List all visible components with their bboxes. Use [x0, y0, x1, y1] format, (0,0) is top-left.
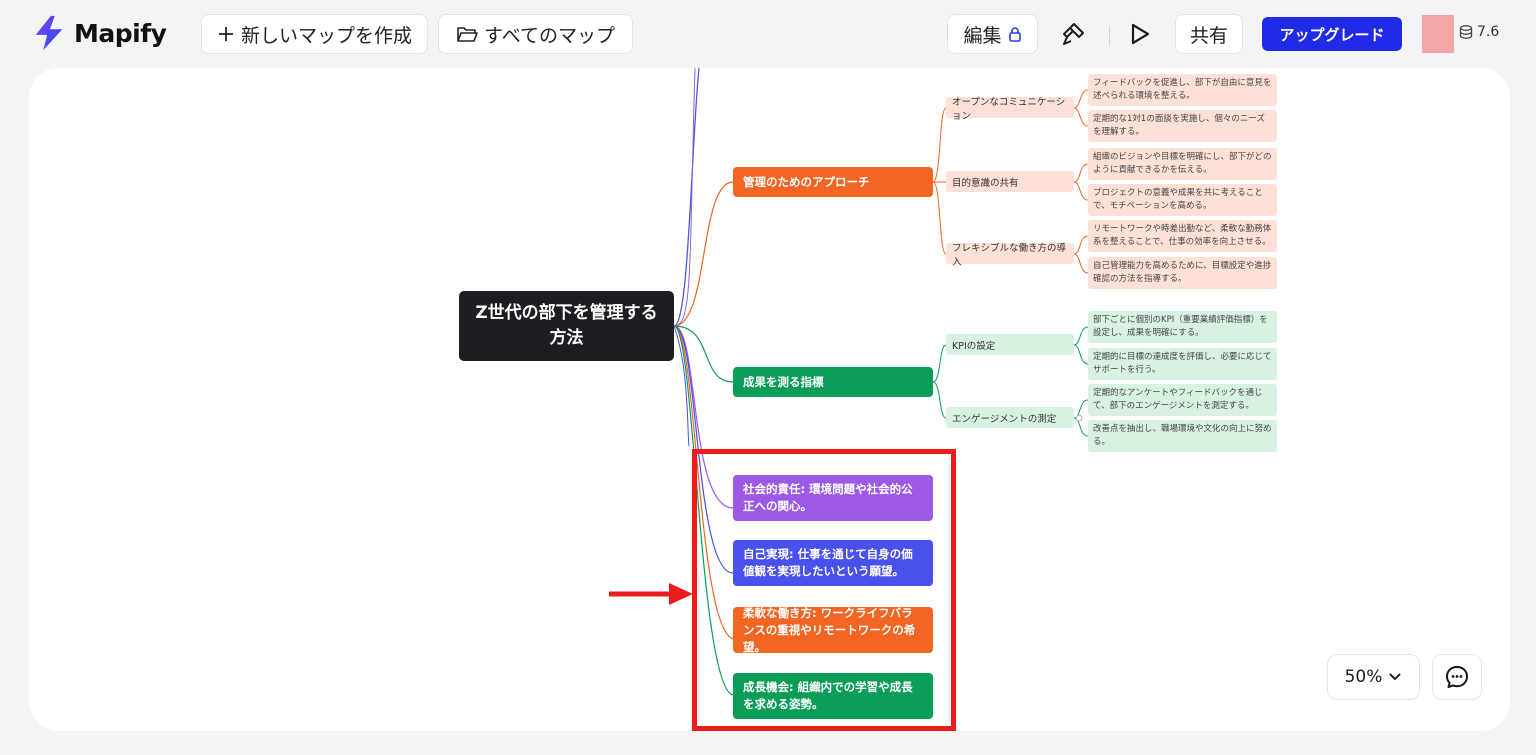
leaf-node[interactable]: 定期的なアンケートやフィードバックを通じて、部下のエンゲージメントを測定する。: [1088, 384, 1277, 416]
lock-icon: [1008, 27, 1021, 42]
branch-management-approach[interactable]: 管理のためのアプローチ: [733, 167, 933, 197]
toolbar-divider: [1109, 26, 1110, 46]
root-node[interactable]: Z世代の部下を管理する方法: [459, 291, 674, 361]
subtopic-open-communication[interactable]: オープンなコミュニケーション: [946, 97, 1074, 122]
upgrade-button[interactable]: アップグレード: [1262, 17, 1402, 51]
plus-icon: [218, 27, 233, 41]
all-maps-button[interactable]: すべてのマップ: [438, 14, 633, 54]
subtopic-flexible-work[interactable]: フレキシブルな働き方の導入: [946, 243, 1074, 268]
folder-icon: [457, 27, 478, 42]
zoom-dropdown[interactable]: 50%: [1327, 654, 1420, 700]
subtopic-kpi[interactable]: KPIの設定: [946, 334, 1074, 355]
app-logo[interactable]: Mapify: [30, 14, 167, 52]
chevron-down-icon: [1389, 673, 1402, 681]
paint-brush-icon: [1063, 23, 1084, 45]
node-flexible-work-style[interactable]: 柔軟な働き方: ワークライフバランスの重視やリモートワークの希望。: [733, 606, 933, 654]
leaf-node[interactable]: 組織のビジョンや目標を明確にし、部下がどのように貢献できるかを伝える。: [1088, 148, 1277, 180]
database-icon: [1459, 25, 1473, 39]
top-toolbar: Mapify 新しいマップを作成 すべてのマップ 編集 共有 アップグレード 7…: [0, 0, 1536, 68]
present-button[interactable]: [1120, 14, 1160, 54]
credits-indicator[interactable]: 7.6: [1458, 24, 1499, 40]
branch-performance-metrics[interactable]: 成果を測る指標: [733, 367, 933, 397]
mindmap-canvas[interactable]: Z世代の部下を管理する方法 管理のためのアプローチ 成果を測る指標 オープンなコ…: [29, 68, 1510, 731]
chat-button[interactable]: [1432, 654, 1482, 700]
avatar[interactable]: [1422, 15, 1454, 53]
highlight-box: [692, 449, 956, 731]
edit-button[interactable]: 編集: [947, 14, 1038, 54]
play-icon: [1131, 23, 1150, 45]
chat-bubble-icon: [1446, 666, 1468, 688]
subtopic-shared-purpose[interactable]: 目的意識の共有: [946, 171, 1074, 192]
node-social-responsibility[interactable]: 社会的責任: 環境問題や社会的公正への関心。: [733, 475, 933, 521]
leaf-node[interactable]: フィードバックを促進し、部下が自由に意見を述べられる環境を整える。: [1088, 74, 1277, 106]
leaf-node[interactable]: リモートワークや時差出勤など、柔軟な勤務体系を整えることで、仕事の効率を向上させ…: [1088, 220, 1277, 252]
node-self-realization[interactable]: 自己実現: 仕事を通じて自身の価値観を実現したいという願望。: [733, 540, 933, 586]
lightning-logo-icon: [35, 15, 63, 51]
leaf-node[interactable]: プロジェクトの意義や成果を共に考えることで、モチベーションを高める。: [1088, 184, 1277, 216]
new-map-button[interactable]: 新しいマップを作成: [201, 14, 428, 54]
leaf-node[interactable]: 部下ごとに個別のKPI（重要業績評価指標）を設定し、成果を明確にする。: [1088, 311, 1277, 343]
red-arrow-icon: [609, 583, 693, 605]
subtopic-engagement[interactable]: エンゲージメントの測定: [946, 407, 1074, 428]
new-map-label: 新しいマップを作成: [240, 24, 412, 47]
node-growth-opportunity[interactable]: 成長機会: 組織内での学習や成長を求める姿勢。: [733, 673, 933, 719]
zoom-level: 50%: [1344, 667, 1383, 687]
app-name: Mapify: [74, 18, 167, 48]
share-label: 共有: [1189, 24, 1228, 47]
edit-label: 編集: [963, 24, 1002, 47]
share-button[interactable]: 共有: [1175, 14, 1243, 54]
leaf-node[interactable]: 定期的に目標の達成度を評価し、必要に応じてサポートを行う。: [1088, 348, 1277, 380]
leaf-node[interactable]: 定期的な1対1の面談を実施し、個々のニーズを理解する。: [1088, 110, 1277, 142]
leaf-node[interactable]: 自己管理能力を高めるために、目標設定や進捗確認の方法を指導する。: [1088, 257, 1277, 289]
credits-value: 7.6: [1477, 24, 1500, 40]
all-maps-label: すべてのマップ: [484, 24, 615, 47]
leaf-node[interactable]: 改善点を抽出し、職場環境や文化の向上に努める。: [1088, 420, 1277, 452]
format-paint-button[interactable]: [1053, 14, 1093, 54]
